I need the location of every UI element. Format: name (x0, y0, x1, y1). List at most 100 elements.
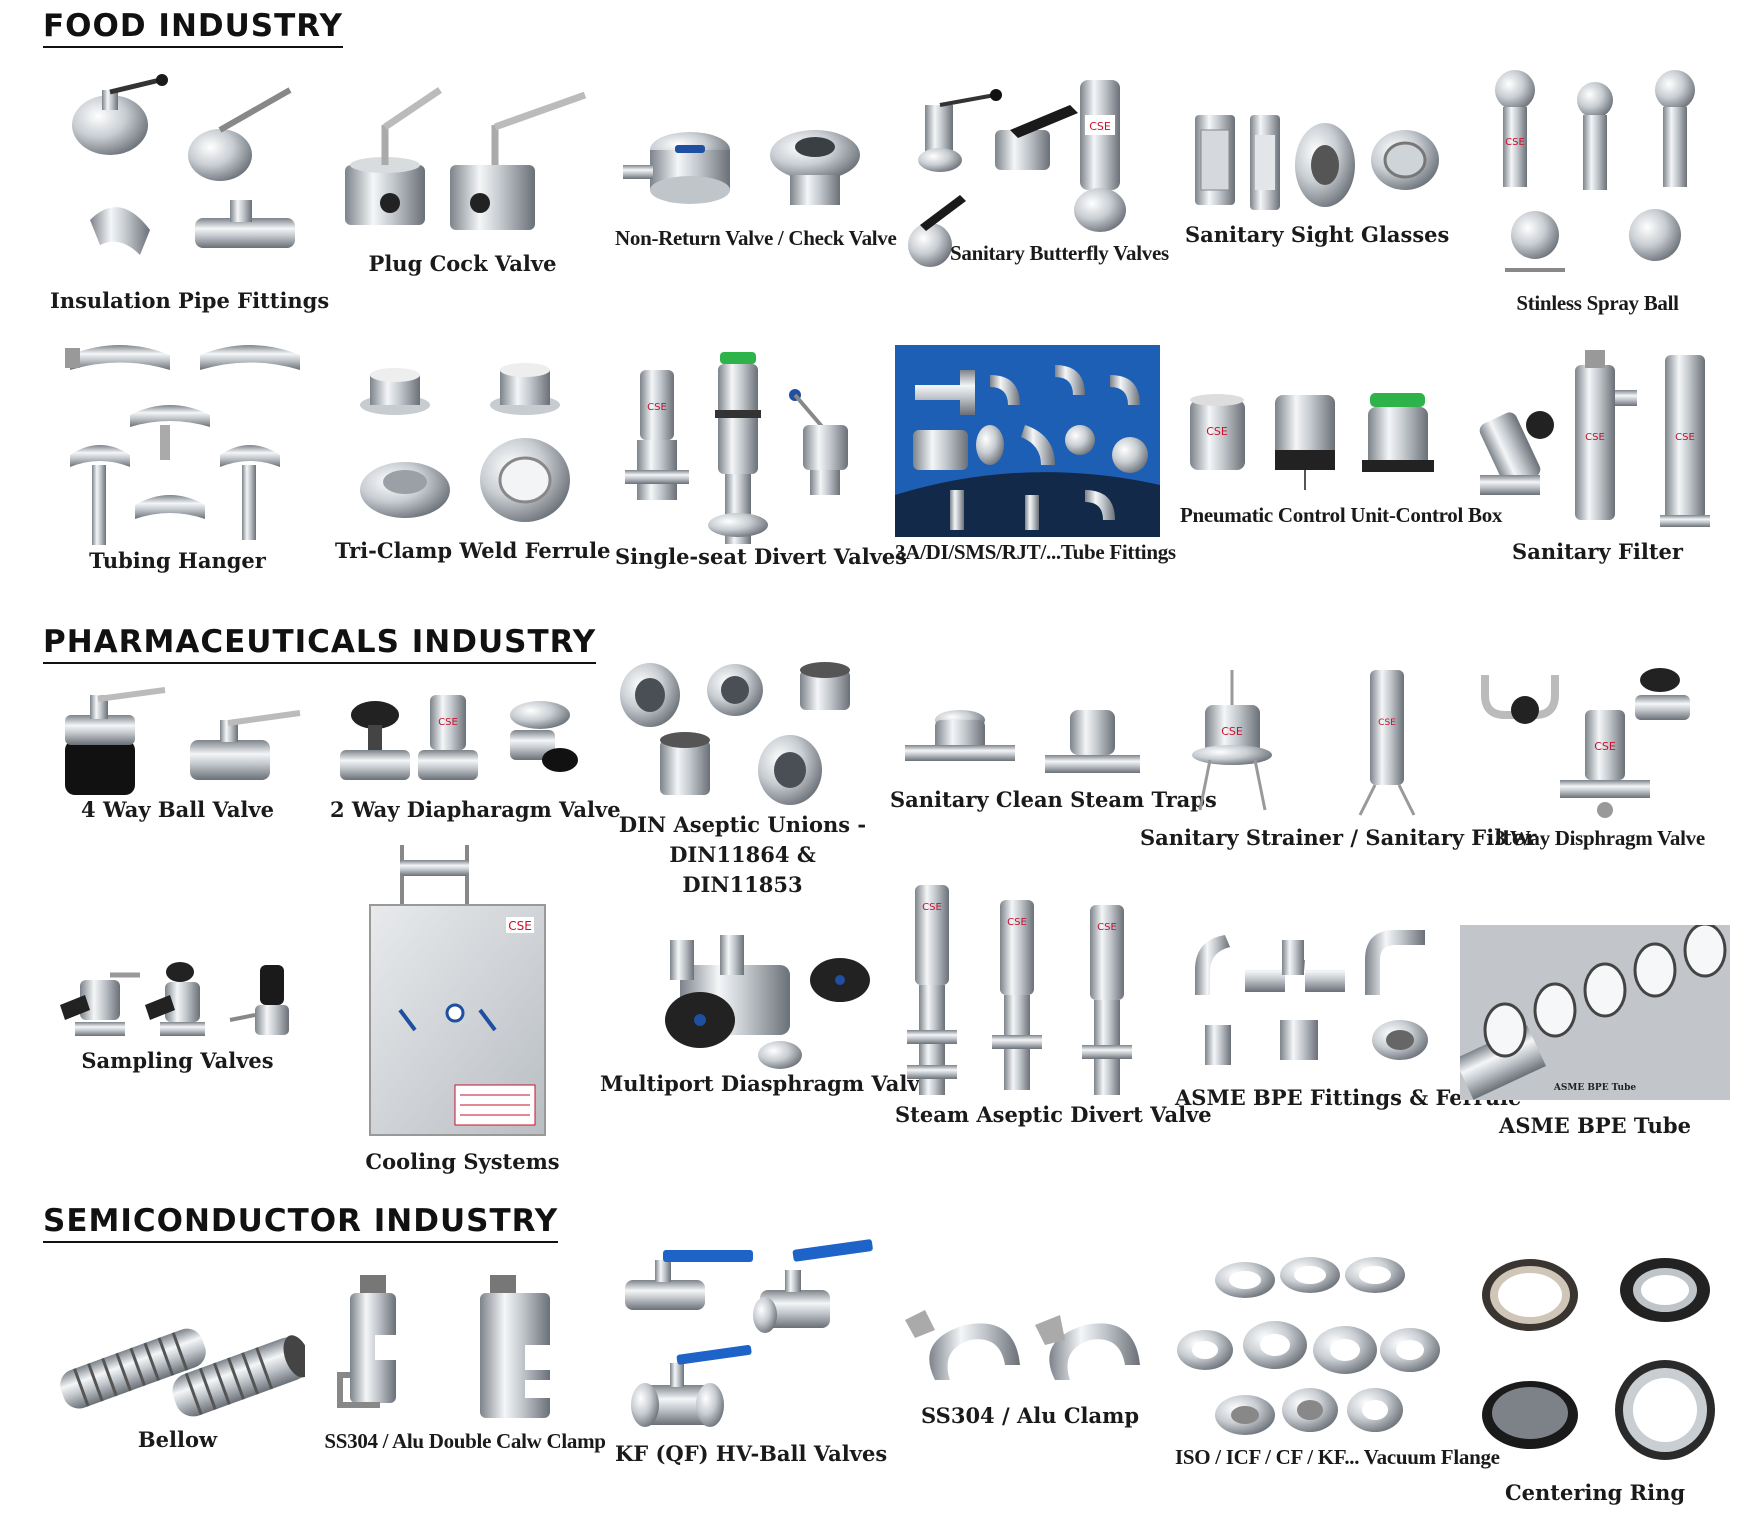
product-2-way-diaphragm-valve[interactable]: CSE 2 Way Diapharagm Valve (330, 690, 621, 830)
product-tube-fittings[interactable]: 3A/DI/SMS/RJT/...Tube Fittings (895, 345, 1176, 570)
product-vacuum-flange[interactable]: ISO / ICF / CF / KF... Vacuum Flange (1175, 1250, 1500, 1485)
svg-text:CSE: CSE (922, 902, 942, 913)
caption-vacuum-flange: ISO / ICF / CF / KF... Vacuum Flange (1175, 1445, 1500, 1469)
svg-text:CSE: CSE (1505, 137, 1525, 148)
caption-pneumatic-control-unit: Pneumatic Control Unit-Control Box (1180, 503, 1503, 527)
asme-bpe-tube-overlay-label: ASME BPE Tube (1553, 1083, 1637, 1093)
product-double-calw-clamp[interactable]: SS304 / Alu Double Calw Clamp (320, 1275, 610, 1460)
product-tri-clamp-weld-ferrule[interactable]: Tri-Clamp Weld Ferrule (335, 360, 611, 565)
svg-text:CSE: CSE (1206, 425, 1228, 438)
svg-text:CSE: CSE (1675, 432, 1695, 443)
product-din-aseptic-unions[interactable]: DIN Aseptic Unions - DIN11864 & DIN11853 (610, 660, 875, 897)
caption-centering-ring: Centering Ring (1504, 1480, 1686, 1505)
caption-plug-cock-valve: Plug Cock Valve (368, 251, 557, 276)
product-cooling-systems[interactable]: CSE Cooling Systems (360, 845, 565, 1175)
svg-text:CSE: CSE (508, 919, 532, 933)
section-title-food: FOOD INDUSTRY (43, 8, 343, 48)
product-steam-aseptic-divert-valve[interactable]: CSE CSE CSE Steam Aseptic Divert Valve (895, 880, 1212, 1135)
caption-cooling-systems: Cooling Systems (365, 1149, 560, 1174)
product-insulation-pipe-fittings[interactable]: Insulation Pipe Fittings (50, 70, 330, 330)
product-3-way-diaphragm-valve[interactable]: CSE 3 Way Disphragm Valve (1475, 665, 1725, 870)
tube-fittings-image (895, 345, 1160, 537)
product-sanitary-sight-glasses[interactable]: Sanitary Sight Glasses (1185, 110, 1450, 260)
product-sampling-valves[interactable]: Sampling Valves (50, 960, 305, 1080)
section-title-pharma: PHARMACEUTICALS INDUSTRY (43, 624, 597, 664)
product-tubing-hanger[interactable]: Tubing Hanger (50, 330, 305, 580)
caption-din-aseptic-unions-line1: DIN Aseptic Unions - (618, 812, 867, 837)
2-way-diaphragm-valve-image: CSE (340, 695, 578, 780)
product-alu-clamp[interactable]: SS304 / Alu Clamp (895, 1300, 1165, 1435)
caption-sanitary-sight-glasses: Sanitary Sight Glasses (1185, 222, 1450, 247)
caption-kf-hv-ball-valves: KF (QF) HV-Ball Valves (615, 1441, 888, 1466)
multiport-diaphragm-valve-image (665, 935, 870, 1069)
product-kf-hv-ball-valves[interactable]: KF (QF) HV-Ball Valves (615, 1235, 888, 1485)
bellow-image (60, 1328, 305, 1417)
product-plug-cock-valve[interactable]: Plug Cock Valve (330, 85, 595, 285)
caption-alu-clamp: SS304 / Alu Clamp (920, 1403, 1140, 1428)
product-stainless-spray-ball[interactable]: CSE Stinless Spray Ball (1470, 65, 1725, 325)
caption-single-seat-divert-valves: Single-seat Divert Valves (615, 544, 908, 569)
insulation-pipe-fittings-image (72, 74, 295, 255)
caption-sanitary-clean-steam-traps: Sanitary Clean Steam Traps (890, 787, 1217, 812)
product-4-way-ball-valve[interactable]: 4 Way Ball Valve (50, 685, 305, 830)
3-way-diaphragm-valve-image: CSE (1481, 668, 1690, 818)
double-calw-clamp-image (337, 1275, 550, 1418)
caption-tri-clamp-weld-ferrule: Tri-Clamp Weld Ferrule (335, 538, 611, 563)
product-sanitary-butterfly-valves[interactable]: CSE Sanitary Butterfly Valves (900, 75, 1169, 275)
svg-text:CSE: CSE (1594, 740, 1616, 753)
sanitary-strainer-filter-image: CSE CSE (1192, 670, 1416, 816)
product-asme-bpe-fittings[interactable]: ASME BPE Fittings & Ferrule (1175, 925, 1521, 1110)
caption-steam-aseptic-divert-valve: Steam Aseptic Divert Valve (895, 1102, 1212, 1127)
caption-sanitary-butterfly-valves: Sanitary Butterfly Valves (950, 241, 1169, 265)
caption-asme-bpe-tube: ASME BPE Tube (1499, 1113, 1691, 1138)
product-asme-bpe-tube[interactable]: ASME BPE Tube ASME BPE Tube (1460, 925, 1730, 1140)
product-bellow[interactable]: Bellow (50, 1305, 305, 1460)
steam-aseptic-divert-valve-image: CSE CSE CSE (907, 885, 1132, 1095)
pneumatic-control-unit-image: CSE (1190, 393, 1434, 490)
tri-clamp-weld-ferrule-image (360, 363, 570, 522)
caption-insulation-pipe-fittings: Insulation Pipe Fittings (50, 288, 330, 313)
product-non-return-valve[interactable]: Non-Return Valve / Check Valve (615, 105, 897, 260)
asme-bpe-tube-image (1460, 925, 1730, 1100)
sanitary-clean-steam-traps-image (905, 710, 1140, 773)
stainless-spray-ball-image: CSE (1495, 70, 1695, 272)
alu-clamp-image (905, 1310, 1140, 1380)
caption-sampling-valves: Sampling Valves (81, 1048, 274, 1073)
caption-din-aseptic-unions: DIN Aseptic Unions - DIN11864 & DIN11853 (610, 810, 875, 900)
product-centering-ring[interactable]: Centering Ring (1460, 1245, 1730, 1515)
centering-ring-image (1482, 1258, 1715, 1460)
cooling-systems-image: CSE (369, 845, 546, 1136)
caption-tubing-hanger: Tubing Hanger (89, 548, 266, 573)
product-sanitary-strainer-filter[interactable]: CSE CSE Sanitary Strainer / Sanitary Fil… (1140, 665, 1536, 870)
caption-4-way-ball-valve: 4 Way Ball Valve (81, 797, 274, 822)
product-sanitary-clean-steam-traps[interactable]: Sanitary Clean Steam Traps (890, 695, 1217, 820)
kf-hv-ball-valves-image (625, 1239, 873, 1427)
tubing-hanger-image (65, 345, 300, 545)
4-way-ball-valve-image (65, 687, 301, 795)
caption-tube-fittings: 3A/DI/SMS/RJT/...Tube Fittings (895, 540, 1176, 564)
din-aseptic-unions-image (620, 662, 850, 805)
caption-2-way-diaphragm-valve: 2 Way Diapharagm Valve (330, 797, 621, 822)
section-title-semi: SEMICONDUCTOR INDUSTRY (43, 1203, 559, 1243)
product-single-seat-divert-valves[interactable]: CSE Single-seat Divert Valves (615, 350, 908, 580)
svg-text:CSE: CSE (1221, 725, 1243, 738)
asme-bpe-fittings-image (1195, 930, 1428, 1065)
svg-text:CSE: CSE (1585, 432, 1605, 443)
non-return-valve-image (623, 130, 860, 205)
caption-multiport-diaphragm-valve: Multiport Diasphragm Valve (600, 1071, 933, 1096)
caption-non-return-valve: Non-Return Valve / Check Valve (615, 226, 897, 250)
caption-din-aseptic-unions-line2: DIN11864 & DIN11853 (669, 842, 816, 897)
product-pneumatic-control-unit[interactable]: CSE Pneumatic Control Unit-Control Box (1180, 390, 1503, 540)
sanitary-sight-glasses-image (1195, 115, 1439, 210)
product-sanitary-filter[interactable]: CSE CSE Sanitary Filter (1470, 345, 1725, 570)
caption-sanitary-filter: Sanitary Filter (1512, 539, 1683, 564)
svg-text:CSE: CSE (1097, 922, 1117, 933)
svg-text:CSE: CSE (1089, 120, 1111, 133)
caption-asme-bpe-fittings: ASME BPE Fittings & Ferrule (1175, 1085, 1522, 1110)
caption-3-way-diaphragm-valve: 3 Way Disphragm Valve (1495, 826, 1705, 850)
svg-text:CSE: CSE (1378, 718, 1396, 728)
sanitary-filter-image: CSE CSE (1479, 350, 1710, 527)
sampling-valves-image (60, 962, 289, 1036)
vacuum-flange-image (1177, 1257, 1440, 1435)
product-multiport-diaphragm-valve[interactable]: Multiport Diasphragm Valve (600, 925, 933, 1105)
